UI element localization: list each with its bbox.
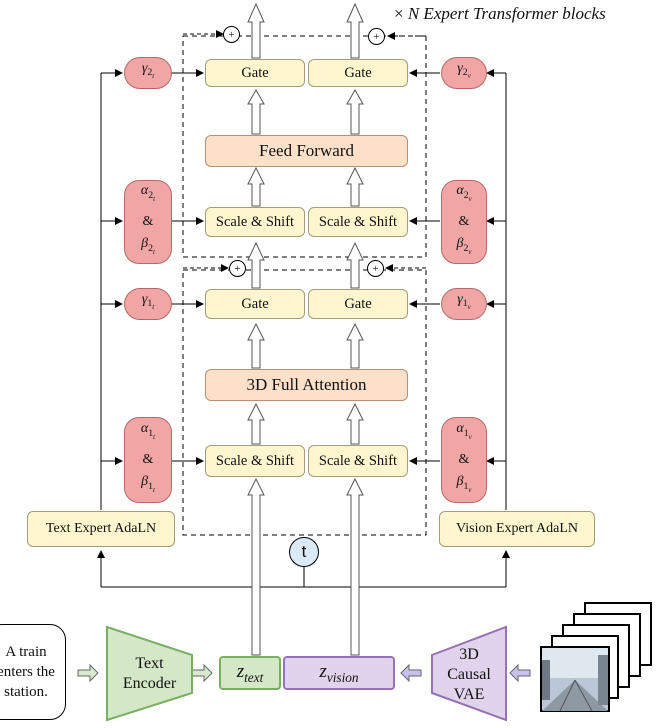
plus-icon: + xyxy=(229,260,246,277)
block-title: × N Expert Transformer blocks xyxy=(394,4,606,23)
ffn-block-outline xyxy=(182,35,427,258)
gate-vision-top: Gate xyxy=(308,59,408,87)
alpha-beta-1v-param: α1v & β1v xyxy=(441,417,487,503)
vae-label: 3D Causal VAE xyxy=(447,646,491,703)
timestep-node: t xyxy=(289,537,319,567)
alpha-beta-2v-param: α2v & β2v xyxy=(441,180,487,264)
scale-shift-vision-bottom: Scale & Shift xyxy=(308,445,408,477)
gate-vision-bottom: Gate xyxy=(308,289,408,319)
alpha-beta-2t-param: α2t & β2t xyxy=(124,180,172,264)
text-prompt-box: A train enters the station. xyxy=(0,624,66,720)
z-vision-latent: zvision xyxy=(283,656,395,690)
scale-shift-vision-top: Scale & Shift xyxy=(308,207,408,237)
text-encoder-shape xyxy=(106,625,193,722)
scale-shift-text-bottom: Scale & Shift xyxy=(205,445,305,477)
plus-icon: + xyxy=(367,260,384,277)
text-encoder-label: Text Encoder xyxy=(122,655,177,692)
attention-block-outline xyxy=(182,269,427,536)
gamma-1v-param: γ1v xyxy=(441,288,487,320)
vision-expert-adaln: Vision Expert AdaLN xyxy=(439,511,595,547)
feed-forward-box: Feed Forward xyxy=(205,135,408,167)
gamma-2t-param: γ2t xyxy=(124,57,172,89)
vae-shape xyxy=(431,625,507,722)
plus-icon: + xyxy=(223,26,240,43)
attention-box: 3D Full Attention xyxy=(205,369,408,401)
text-expert-adaln: Text Expert AdaLN xyxy=(27,511,175,547)
gamma-1t-param: γ1t xyxy=(124,288,172,320)
alpha-beta-1t-param: α1t & β1t xyxy=(124,417,172,503)
gate-text-top: Gate xyxy=(205,59,305,87)
z-text-latent: ztext xyxy=(219,656,281,690)
scale-shift-text-top: Scale & Shift xyxy=(205,207,305,237)
video-frames-icon xyxy=(540,602,652,712)
gamma-2v-param: γ2v xyxy=(441,57,487,89)
gate-text-bottom: Gate xyxy=(205,289,305,319)
plus-icon: + xyxy=(368,28,385,45)
